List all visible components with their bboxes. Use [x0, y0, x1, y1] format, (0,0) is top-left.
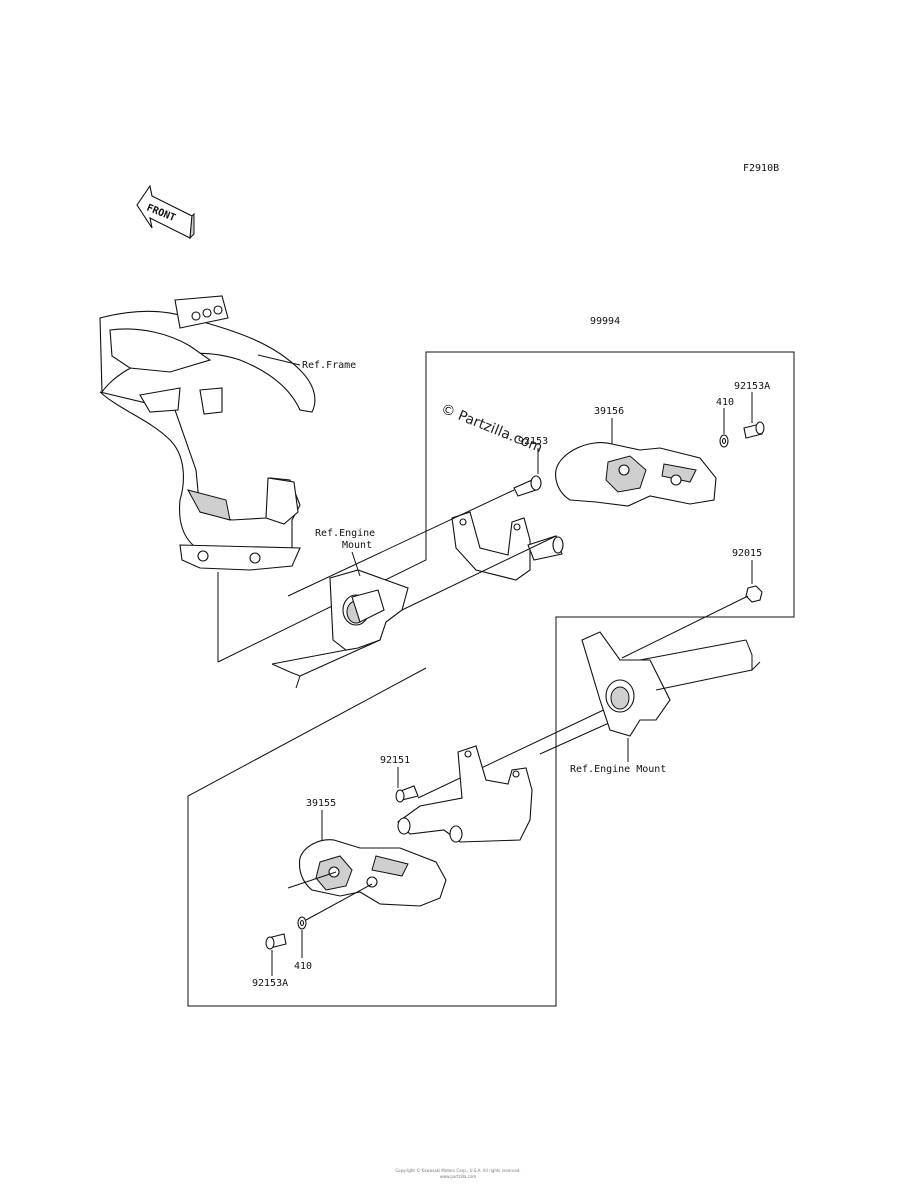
- ref-engine-mount-lower-label: Ref.Engine Mount: [570, 764, 666, 775]
- ref-engine-mount-upper-label-2: Mount: [342, 540, 372, 551]
- bolt-92153-upper: [513, 475, 542, 497]
- footer-line-1: Copyright © Kawasaki Motors Corp., U.S.A…: [395, 1168, 520, 1173]
- callout-39155[interactable]: 39155: [306, 798, 336, 809]
- footer-line-2: www.partzilla.com: [440, 1174, 477, 1179]
- callout-92151[interactable]: 92151: [380, 755, 410, 766]
- kit-part-label[interactable]: 99994: [590, 316, 620, 327]
- callout-410-upper[interactable]: 410: [716, 397, 734, 408]
- callout-410-lower[interactable]: 410: [294, 961, 312, 972]
- callout-92153A-lower[interactable]: 92153A: [252, 978, 288, 989]
- callout-92153A-upper[interactable]: 92153A: [734, 381, 770, 392]
- washer-410-lower: [297, 916, 307, 930]
- lower-engine-mount-drawing: [581, 631, 761, 737]
- front-arrow-icon: FRONT: [136, 184, 195, 240]
- slider-39155: [298, 839, 447, 907]
- ref-frame-label: Ref.Frame: [302, 360, 356, 371]
- bolt-92153A-upper: [743, 421, 765, 439]
- frame-drawing: [99, 295, 316, 571]
- callout-39156[interactable]: 39156: [594, 406, 624, 417]
- nut-92015: [745, 585, 763, 603]
- bolt-92151: [395, 785, 419, 803]
- washer-410-upper: [719, 434, 729, 448]
- watermark-text: © Partzilla.com: [439, 401, 545, 456]
- lower-bracket-drawing: [397, 745, 533, 843]
- ref-engine-mount-upper-label-1: Ref.Engine: [315, 528, 375, 539]
- upper-bracket-drawing: [451, 511, 564, 581]
- callout-92153-upper[interactable]: 92153: [518, 436, 548, 447]
- upper-kit-box: [187, 351, 795, 1007]
- diagram-code: F2910B: [743, 163, 779, 174]
- bolt-92153A-lower: [265, 933, 287, 950]
- slider-39156: [555, 442, 717, 507]
- callout-92015[interactable]: 92015: [732, 548, 762, 559]
- upper-engine-mount-drawing: [271, 569, 409, 689]
